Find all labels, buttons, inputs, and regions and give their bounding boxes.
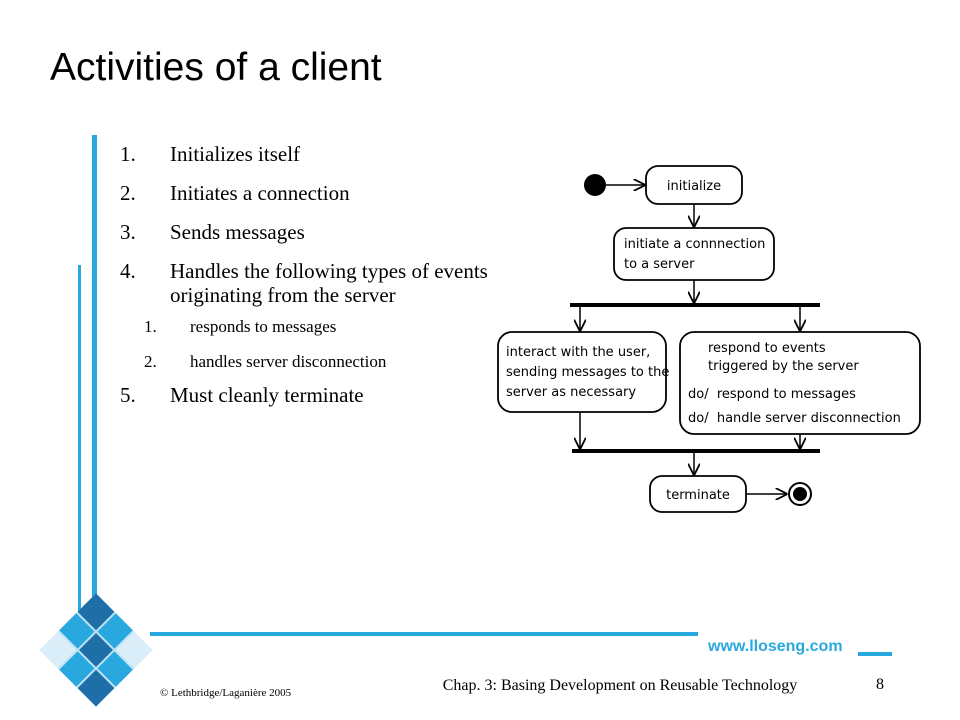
fork-bar bbox=[570, 303, 820, 307]
sub-list-item: 2. handles server disconnection bbox=[120, 352, 500, 372]
state-respond-label-1: respond to events bbox=[708, 341, 826, 356]
page-number: 8 bbox=[876, 676, 884, 693]
blue-mosaic-logo-icon bbox=[39, 593, 153, 707]
state-respond-label-2: triggered by the server bbox=[708, 359, 859, 374]
state-interact-label-3: server as necessary bbox=[506, 385, 636, 400]
list-item-text: Handles the following types of events or… bbox=[170, 259, 488, 307]
list-item-text: Must cleanly terminate bbox=[170, 383, 364, 407]
list-item-text: handles server disconnection bbox=[190, 352, 387, 371]
accent-horizontal-line bbox=[150, 632, 698, 636]
sub-list-item: 1. responds to messages bbox=[120, 317, 500, 337]
list-number: 1. bbox=[144, 317, 157, 336]
state-respond-do-2: do/ handle server disconnection bbox=[688, 411, 901, 426]
initial-state bbox=[584, 174, 606, 196]
list-item: 3. Sends messages bbox=[120, 220, 500, 244]
state-connect-label-2: to a server bbox=[624, 257, 695, 272]
copyright-text: © Lethbridge/Laganière 2005 bbox=[160, 687, 292, 699]
state-interact bbox=[497, 331, 667, 413]
state-initialize-label: initialize bbox=[667, 179, 721, 194]
state-terminate-label: terminate bbox=[666, 488, 730, 503]
list-item-text: Sends messages bbox=[170, 220, 305, 244]
state-interact-label-2: sending messages to the bbox=[506, 365, 669, 380]
accent-vertical-line bbox=[92, 135, 97, 655]
list-item-text: Initiates a connection bbox=[170, 181, 350, 205]
state-respond-do-1: do/ respond to messages bbox=[688, 387, 856, 402]
state-interact-label-1: interact with the user, bbox=[506, 345, 650, 360]
bullet-list: 1. Initializes itself 2. Initiates a con… bbox=[120, 142, 500, 422]
chapter-title: Chap. 3: Basing Development on Reusable … bbox=[442, 677, 798, 694]
join-bar bbox=[572, 449, 820, 453]
list-item-text: Initializes itself bbox=[170, 142, 301, 166]
list-item-text: responds to messages bbox=[190, 317, 337, 336]
activity-diagram: initialize initiate a connnection to a s… bbox=[497, 165, 921, 513]
list-number: 2. bbox=[144, 352, 157, 371]
list-item: 5. Must cleanly terminate bbox=[120, 383, 500, 407]
accent-vertical-line-short bbox=[78, 265, 81, 635]
list-number: 3. bbox=[120, 220, 136, 244]
slide-title: Activities of a client bbox=[50, 46, 382, 89]
list-item: 2. Initiates a connection bbox=[120, 181, 500, 205]
list-item: 1. Initializes itself bbox=[120, 142, 500, 166]
accent-horizontal-line-right bbox=[858, 652, 892, 656]
list-number: 4. bbox=[120, 259, 136, 283]
list-item: 4. Handles the following types of events… bbox=[120, 259, 490, 307]
final-state-inner bbox=[793, 487, 807, 501]
state-initiate-connection bbox=[613, 227, 775, 281]
list-number: 2. bbox=[120, 181, 136, 205]
website-url: www.lloseng.com bbox=[708, 638, 843, 655]
list-number: 1. bbox=[120, 142, 136, 166]
state-connect-label-1: initiate a connnection bbox=[624, 237, 765, 252]
list-number: 5. bbox=[120, 383, 136, 407]
